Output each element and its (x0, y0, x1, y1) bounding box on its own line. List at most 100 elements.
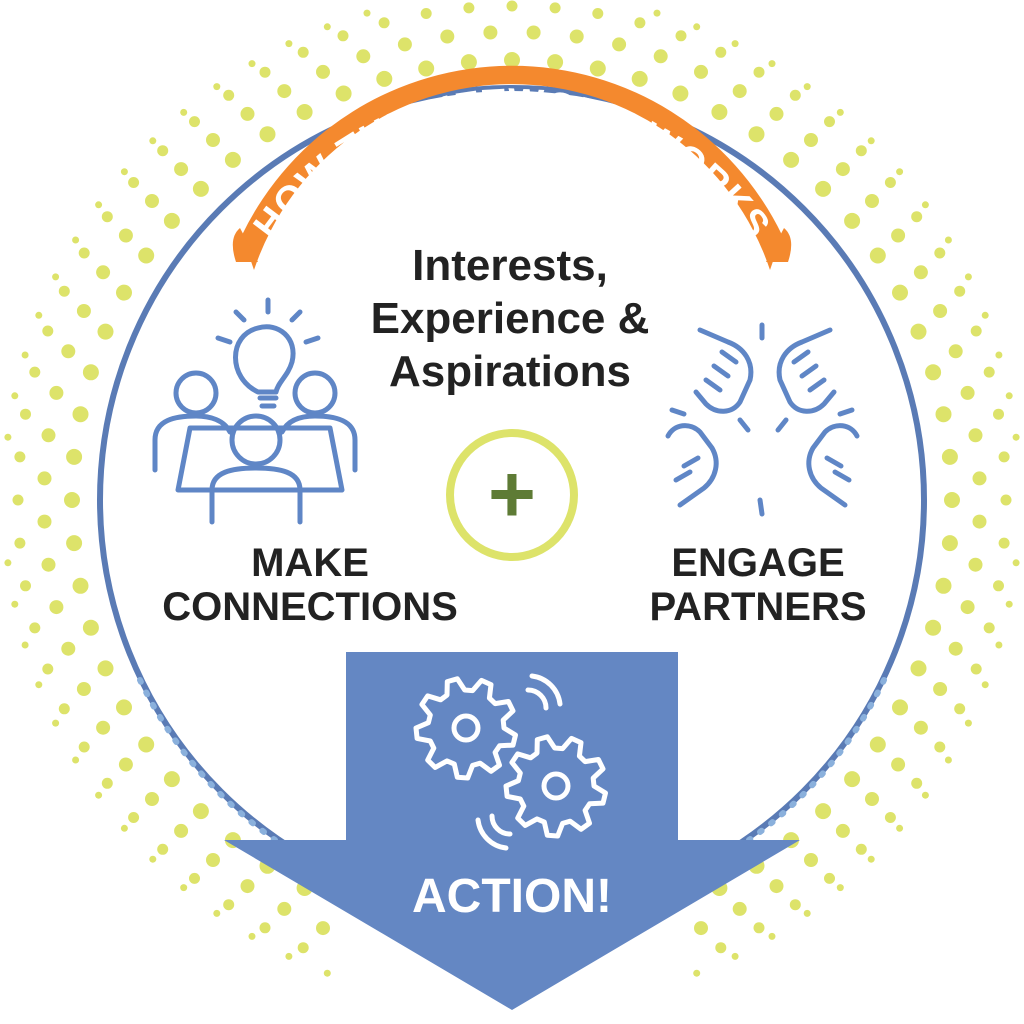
halo-dot (297, 46, 309, 58)
halo-dot (954, 285, 966, 297)
halo-dot (64, 492, 80, 508)
halo-dot (163, 212, 180, 229)
halo-dot (337, 30, 349, 42)
halo-dot (934, 741, 946, 753)
halo-dot (97, 323, 114, 340)
halo-dot (960, 385, 975, 400)
halo-dot (891, 228, 906, 243)
halo-dot (855, 145, 867, 157)
halo-dot (803, 83, 811, 91)
halo-dot (174, 162, 189, 177)
halo-dot (20, 408, 31, 420)
halo-dot (921, 201, 929, 209)
halo-dot (941, 448, 958, 465)
center-line-1: Interests, (412, 241, 608, 290)
halo-dot (869, 736, 886, 753)
halo-dot (223, 89, 235, 101)
halo-dot (95, 201, 103, 209)
center-line-2: Experience & (371, 294, 650, 343)
halo-dot (753, 922, 765, 934)
halo-dot (892, 284, 908, 301)
halo-dot (983, 622, 995, 634)
halo-dot (248, 60, 256, 68)
halo-dot (836, 108, 844, 116)
halo-dot (913, 265, 928, 280)
halo-dot (547, 54, 564, 71)
halo-dot (82, 619, 99, 636)
halo-dot (768, 60, 776, 68)
halo-dot (998, 537, 1010, 549)
halo-dot (96, 720, 111, 735)
halo-dot (753, 66, 765, 78)
halo-dot (835, 823, 850, 838)
halo-dot (769, 106, 784, 121)
left-label-line-2: CONNECTIONS (162, 585, 458, 629)
halo-dot (715, 46, 727, 58)
halo-dot (731, 40, 739, 48)
halo-dot (41, 428, 56, 443)
halo-dot (995, 641, 1003, 649)
halo-dot (66, 535, 83, 552)
halo-dot (748, 126, 765, 143)
halo-dot (815, 180, 832, 197)
halo-dot (440, 29, 455, 44)
halo-dot (463, 2, 475, 14)
halo-dot (72, 756, 80, 764)
halo-dot (693, 23, 701, 31)
halo-dot (72, 406, 89, 423)
right-label-line-1: ENGAGE (671, 541, 844, 585)
halo-dot (769, 879, 784, 894)
halo-dot (58, 285, 70, 297)
halo-dot (376, 70, 393, 87)
halo-dot (836, 884, 844, 892)
halo-dot (78, 741, 90, 753)
halo-dot (206, 853, 220, 867)
halo-dot (49, 385, 64, 400)
halo-dot (589, 60, 606, 77)
halo-dot (101, 211, 113, 223)
halo-dot (549, 2, 561, 14)
halo-dot (35, 311, 43, 319)
right-label-line-2: PARTNERS (649, 585, 866, 629)
halo-dot (865, 792, 879, 806)
halo-dot (29, 622, 41, 634)
halo-dot (192, 180, 209, 197)
halo-dot (174, 823, 189, 838)
halo-dot (12, 494, 24, 506)
halo-dot (323, 969, 331, 977)
halo-dot (483, 25, 498, 40)
halo-dot (935, 406, 952, 423)
halo-dot (420, 8, 432, 19)
halo-dot (157, 145, 169, 157)
halo-dot (145, 792, 159, 806)
halo-dot (418, 60, 435, 77)
halo-dot (213, 909, 221, 917)
halo-dot (21, 641, 29, 649)
halo-dot (803, 909, 811, 917)
halo-dot (972, 471, 987, 486)
halo-dot (335, 85, 352, 102)
halo-dot (259, 922, 271, 934)
halo-dot (913, 720, 928, 735)
halo-dot (58, 703, 70, 715)
gear-outline (413, 676, 518, 781)
halo-dot (149, 855, 157, 863)
halo-dot (844, 771, 861, 788)
halo-dot (118, 228, 133, 243)
halo-dot (983, 366, 995, 378)
halo-dot (672, 85, 689, 102)
halo-dot (277, 84, 292, 99)
halo-dot (41, 557, 56, 572)
halo-dot (259, 66, 271, 78)
gear-small-icon (503, 734, 608, 839)
halo-dot (768, 932, 776, 940)
halo-dot (911, 777, 923, 789)
halo-dot (213, 83, 221, 91)
halo-dot (732, 84, 747, 99)
halo-dot (911, 211, 923, 223)
halo-dot (42, 325, 54, 337)
halo-dot (128, 177, 140, 188)
halo-dot (941, 535, 958, 552)
halo-dot (223, 899, 235, 911)
halo-dot (240, 106, 255, 121)
